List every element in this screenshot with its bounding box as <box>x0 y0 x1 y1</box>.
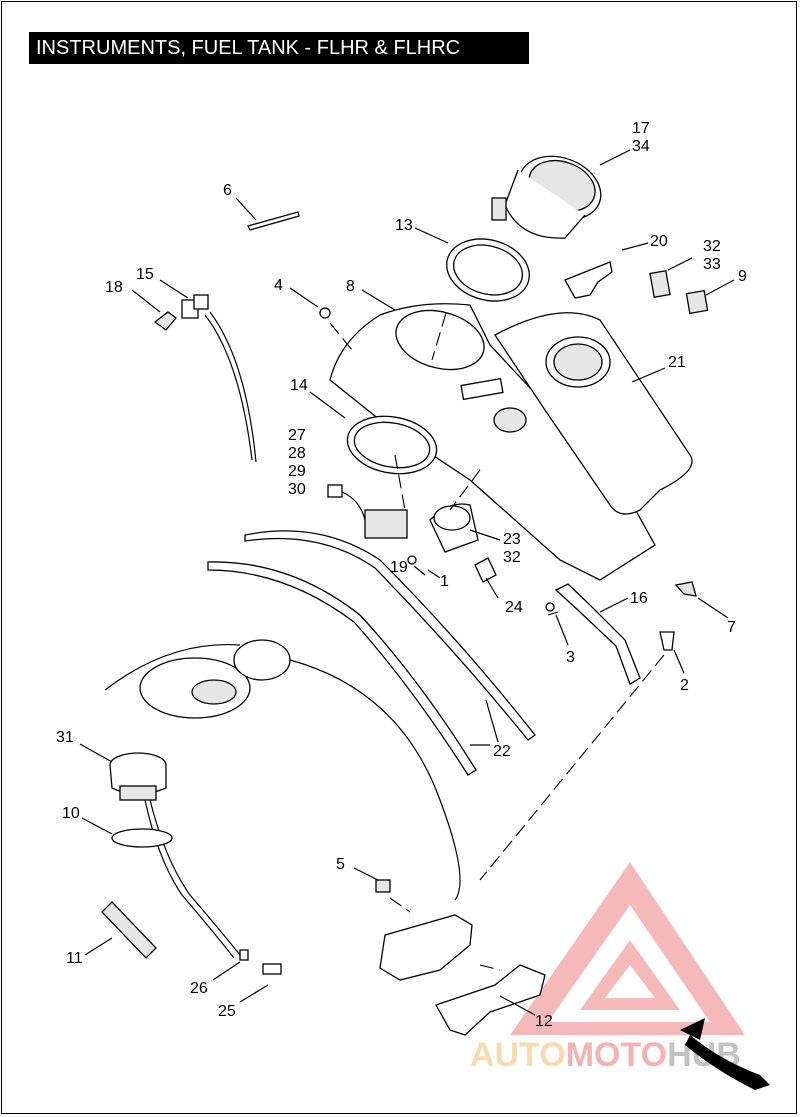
part-pin <box>247 211 300 231</box>
part-bracket-16 <box>554 583 641 685</box>
assembly-line-c <box>479 654 665 881</box>
leader-lines <box>79 149 735 1016</box>
callout-17: 17 <box>632 120 650 137</box>
callout-25: 25 <box>218 1003 236 1020</box>
callout-30: 30 <box>288 481 306 498</box>
callout-23: 23 <box>503 531 521 548</box>
watermark-part2: MOTO <box>566 1036 667 1074</box>
callout-4: 4 <box>274 277 283 294</box>
part-bolt-2 <box>659 631 675 651</box>
part-console <box>329 303 656 581</box>
part-screw-19 <box>407 555 417 565</box>
part-tank-panel <box>494 312 693 515</box>
part-mount-ring <box>346 415 438 475</box>
assembly-line-e <box>449 469 481 511</box>
assembly-line-d <box>547 611 559 616</box>
callout-33: 33 <box>703 256 721 273</box>
callout-13: 13 <box>395 217 413 234</box>
callout-1: 1 <box>440 573 449 590</box>
assembly-line-g <box>389 897 411 913</box>
callout-6: 6 <box>223 182 232 199</box>
callout-labels: 17 34 13 6 15 18 4 8 20 32 33 9 21 14 27… <box>56 120 747 1030</box>
part-connector-25 <box>262 963 282 975</box>
part-fuel-sender <box>104 639 461 901</box>
part-o-ring <box>111 828 173 848</box>
part-hose <box>101 901 157 959</box>
part-clip-5 <box>375 879 391 893</box>
callout-26: 26 <box>190 980 208 997</box>
callout-3: 3 <box>566 649 575 666</box>
part-screw-4 <box>319 307 331 319</box>
assembly-line-b <box>329 322 353 351</box>
callout-7: 7 <box>727 619 736 636</box>
part-screw-3 <box>545 602 555 612</box>
callout-18: 18 <box>105 279 123 296</box>
callout-9: 9 <box>738 268 747 285</box>
part-module-23 <box>429 503 479 553</box>
part-bezel-ring <box>446 238 530 302</box>
callout-32a: 32 <box>703 238 721 255</box>
callout-22: 22 <box>493 743 511 760</box>
part-harness <box>327 484 408 539</box>
watermark-logo <box>510 862 745 1035</box>
callout-19: 19 <box>390 559 408 576</box>
part-connector-26 <box>239 949 249 961</box>
callout-28: 28 <box>288 445 306 462</box>
callout-2: 2 <box>680 677 689 694</box>
callout-8: 8 <box>346 278 355 295</box>
callout-31: 31 <box>56 729 74 746</box>
assembly-line-f <box>394 454 406 511</box>
callout-10: 10 <box>62 805 80 822</box>
callout-15: 15 <box>136 266 154 283</box>
callout-24: 24 <box>505 599 523 616</box>
part-clip-24 <box>474 557 497 583</box>
callout-16: 16 <box>630 590 648 607</box>
callout-32b: 32 <box>503 549 521 566</box>
watermark-arrow-icon <box>680 1018 770 1090</box>
callout-20: 20 <box>650 233 668 250</box>
callout-14: 14 <box>290 377 308 394</box>
title-bar: INSTRUMENTS, FUEL TANK - FLHR & FLHRC <box>29 32 529 64</box>
callout-27: 27 <box>288 427 306 444</box>
assembly-line-a <box>431 312 447 361</box>
callout-11: 11 <box>66 950 83 967</box>
callout-29: 29 <box>288 463 306 480</box>
assembly-line-h <box>479 964 501 971</box>
callout-34: 34 <box>632 138 650 155</box>
page-title: INSTRUMENTS, FUEL TANK - FLHR & FLHRC <box>36 37 461 59</box>
part-sensor-wire <box>153 294 257 463</box>
part-trim-strips <box>207 530 536 776</box>
part-bracket-12 <box>379 914 546 1036</box>
callout-12: 12 <box>535 1013 553 1030</box>
watermark-part1: AUTO <box>470 1036 566 1074</box>
part-clip-7 <box>674 581 697 597</box>
callout-21: 21 <box>668 354 686 371</box>
part-bracket-20 <box>564 261 613 299</box>
callout-5: 5 <box>336 856 345 873</box>
part-switch-32-33 <box>649 270 671 298</box>
part-speedometer <box>491 155 602 239</box>
part-switch-9 <box>685 289 709 315</box>
